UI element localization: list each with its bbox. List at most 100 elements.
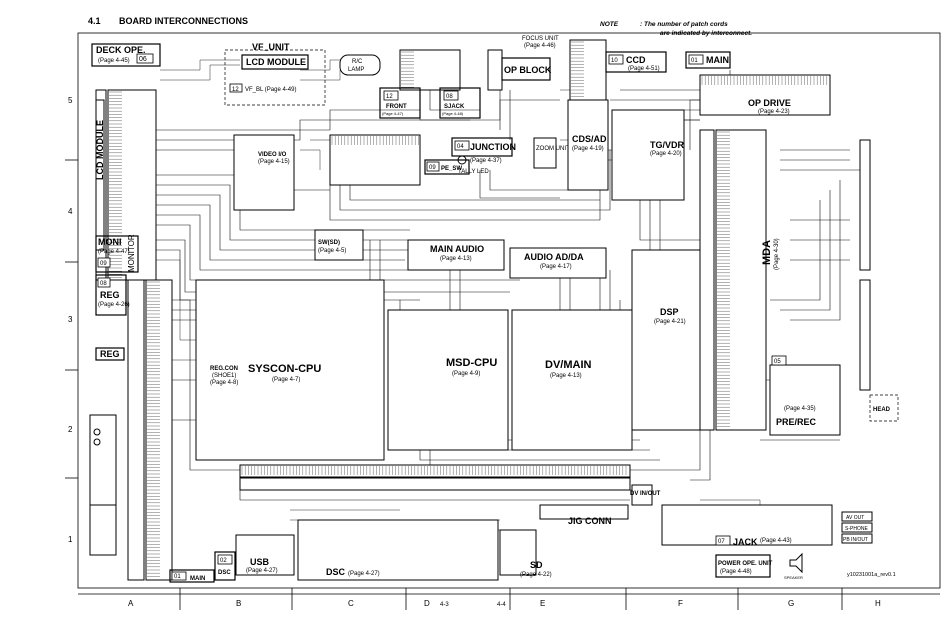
board-sd: SD (Page 4-22)	[499, 529, 552, 578]
section-number: 4.1	[88, 16, 101, 26]
reg-con-page: (Page 4-8)	[210, 380, 238, 386]
vf-bl-num: 12	[232, 87, 239, 93]
video-io-page: (Page 4-15)	[258, 159, 290, 165]
pre-rec-num: 05	[774, 359, 781, 365]
board-msd-cpu: MSD-CPU (Page 4-9)	[387, 309, 509, 451]
board-op-block: FOCUS UNIT (Page 4-46) OP BLOCK	[487, 36, 559, 91]
jack-label: JACK	[733, 537, 758, 547]
focus-unit-label: FOCUS UNIT	[522, 36, 559, 42]
pin-strip-right	[859, 139, 871, 391]
row-1: 1	[68, 535, 73, 544]
reg2-label: REG	[100, 349, 120, 359]
pin-strip-reg	[127, 279, 173, 581]
front-page: (Page 4-47)	[382, 111, 404, 116]
vf-bl-label: VF_BL (Page 4-49)	[245, 87, 296, 93]
board-pre-rec: 05 PRE/REC (Page 4-35)	[769, 355, 841, 436]
syscon-page: (Page 4-7)	[272, 377, 300, 383]
syscon-label: SYSCON-CPU	[248, 363, 321, 375]
col-c: C	[348, 599, 354, 608]
note-line-1: : The number of patch cords	[640, 21, 728, 28]
jack-num: 07	[718, 539, 725, 545]
board-dsp: DSP (Page 4-21)	[631, 249, 701, 431]
board-pe-sw: 09 PE_SW	[424, 159, 470, 175]
speaker: SPEAKER	[784, 552, 803, 580]
pin-strip-syscon-top	[329, 134, 421, 186]
remote-sub: LAMP	[348, 67, 364, 73]
moni-num: 09	[100, 261, 107, 267]
dvmain-page: (Page 4-13)	[550, 373, 582, 379]
board-moni: MONI (Page 4-47) 09 MONITOR	[95, 234, 139, 273]
board-video-io: VIDEO I/O (Page 4-15)	[233, 134, 295, 211]
doc-code: y10231001a_rev0.1	[847, 572, 896, 578]
board-lcd-module-side: LCD MODULE	[95, 99, 105, 251]
board-reg-2: REG	[95, 347, 125, 361]
page-right: 4-4	[497, 602, 506, 608]
dsc-page: (Page 4-27)	[348, 571, 380, 577]
row-2: 2	[68, 425, 73, 434]
board-deck-ope: DECK OPE. (Page 4-45) 06	[91, 43, 161, 67]
board-syscon-cpu: SYSCON-CPU (Page 4-7)	[195, 279, 385, 461]
pre-rec-label: PRE/REC	[776, 417, 817, 427]
pin-strip-mda	[699, 129, 767, 431]
moni-page: (Page 4-47)	[98, 249, 130, 255]
main-bottom-label: MAIN	[190, 576, 205, 582]
focus-unit-page: (Page 4-46)	[524, 43, 556, 49]
deck-ope-label: DECK OPE.	[96, 45, 146, 55]
dsc-small-label: DSC	[218, 570, 231, 576]
dv-in-out-label: DV IN/OUT	[630, 491, 661, 497]
board-remote-lamp: R/C LAMP	[339, 54, 381, 76]
board-power-ope: POWER OPE. UNIT (Page 4-48)	[715, 554, 773, 578]
board-front: 12 FRONT (Page 4-47)	[379, 87, 421, 119]
op-block-label: OP BLOCK	[504, 65, 552, 75]
jack-page: (Page 4-43)	[760, 538, 792, 544]
sd-label: SD	[530, 560, 543, 570]
av-outputs: AV OUT S-PHONE PB IN/OUT	[841, 511, 873, 544]
ccd-page: (Page 4-51)	[628, 66, 660, 72]
col-g: G	[788, 599, 794, 608]
misc-connector-bottom-left	[89, 414, 117, 556]
monitor-label: MONITOR	[127, 234, 136, 272]
sjack-page: (Page 4-48)	[442, 111, 464, 116]
row-3: 3	[68, 315, 73, 324]
board-cds-ad: CDS/AD (Page 4-19)	[567, 99, 609, 191]
audio-adda-page: (Page 4-17)	[540, 264, 572, 270]
board-vf-unit: VF_UNIT LCD MODULE 12 VF_BL (Page 4-49)	[229, 42, 309, 93]
board-tg-vdr: TG/VDR (Page 4-20)	[611, 109, 685, 201]
usb-label: USB	[250, 557, 270, 567]
note-line-2: are indicated by interconnect.	[660, 30, 752, 37]
board-head: HEAD	[873, 407, 891, 413]
board-swsd: SW(SD) (Page 4-5)	[314, 229, 364, 261]
av-out-1: AV OUT	[846, 515, 864, 521]
jig-conn-label: JIG CONN	[568, 516, 612, 526]
board-usb: USB (Page 4-27)	[235, 534, 295, 576]
dsc-small-num: 02	[220, 558, 227, 564]
col-b: B	[236, 599, 241, 608]
reg-page: (Page 4-26)	[98, 302, 130, 308]
pin-strip-ccd	[569, 39, 607, 101]
col-d: D	[424, 599, 430, 608]
board-zoom-unit: ZOOM UNIT	[533, 137, 570, 169]
cds-ad-page: (Page 4-19)	[572, 146, 604, 152]
row-4: 4	[68, 207, 73, 216]
col-h: H	[875, 599, 881, 608]
board-op-drive: OP DRIVE (Page 4-23)	[748, 98, 791, 115]
junction-num: 04	[457, 144, 464, 150]
main-audio-page: (Page 4-13)	[440, 256, 472, 262]
board-jig-conn: JIG CONN	[539, 504, 629, 526]
msd-cpu-page: (Page 4-9)	[452, 371, 480, 377]
deck-ope-num: 06	[139, 56, 147, 63]
vf-unit-outline	[224, 49, 326, 106]
pin-strip-front	[399, 49, 461, 91]
reg-con-sub: (SHOE1)	[212, 373, 236, 379]
note-prefix: NOTE	[600, 21, 619, 28]
board-dsc: DSC (Page 4-27)	[297, 519, 499, 581]
audio-adda-label: AUDIO AD/DA	[524, 252, 584, 262]
main-top-label: MAIN	[706, 55, 729, 65]
power-ope-page: (Page 4-48)	[720, 569, 752, 575]
page-left: 4-3	[440, 602, 449, 608]
column-labels: A B C D 4-3 4-4 E F G H	[128, 599, 881, 608]
sd-page: (Page 4-22)	[520, 572, 552, 578]
mda-label: MDA	[761, 240, 773, 265]
board-reg-con: REG.CON (SHOE1) (Page 4-8)	[210, 366, 238, 386]
op-drive-page: (Page 4-23)	[758, 109, 790, 115]
